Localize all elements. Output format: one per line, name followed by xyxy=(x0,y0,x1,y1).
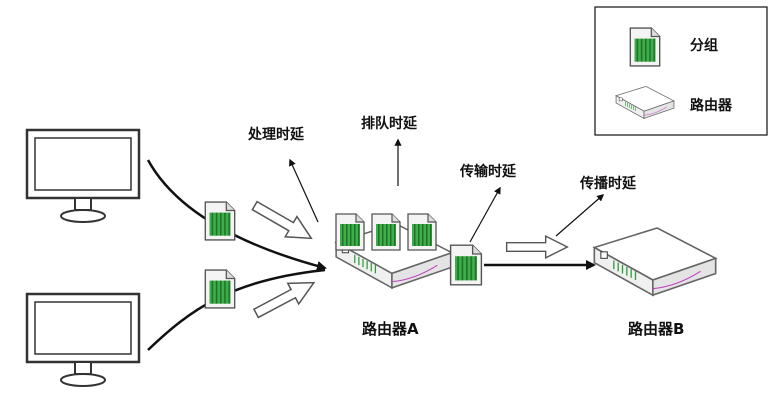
packet-icon xyxy=(407,213,437,251)
host-computer-bottom xyxy=(25,292,141,388)
packet-icon xyxy=(449,244,483,286)
legend: 分组 路由器 xyxy=(594,6,768,136)
incoming-arrow-top xyxy=(248,194,318,250)
packet-icon xyxy=(335,213,365,251)
packet-icon xyxy=(371,213,401,251)
legend-packet-icon xyxy=(629,27,661,67)
link-top-host xyxy=(146,159,327,271)
propagation-delay-arrow xyxy=(555,194,605,237)
packet-icon xyxy=(204,269,236,309)
router-a-label: 路由器A xyxy=(362,320,419,338)
incoming-arrow-bottom xyxy=(249,271,321,325)
propagation-arrow xyxy=(505,235,569,259)
queuing-delay-label: 排队时延 xyxy=(361,115,418,132)
packet-icon xyxy=(204,201,236,241)
transmission-delay-label: 传输时延 xyxy=(459,163,517,180)
legend-box xyxy=(594,6,768,136)
propagation-delay-label: 传播时延 xyxy=(579,175,637,192)
router-b-icon xyxy=(593,227,717,297)
legend-router-label: 路由器 xyxy=(690,97,733,114)
host-computer-top xyxy=(25,128,141,224)
transmission-delay-arrow xyxy=(469,186,501,243)
processing-delay-label: 处理时延 xyxy=(247,126,305,143)
processing-delay-arrow xyxy=(289,158,319,223)
legend-packet-label: 分组 xyxy=(690,37,718,54)
link-bottom-host xyxy=(147,268,326,351)
router-b-label: 路由器B xyxy=(628,320,684,338)
